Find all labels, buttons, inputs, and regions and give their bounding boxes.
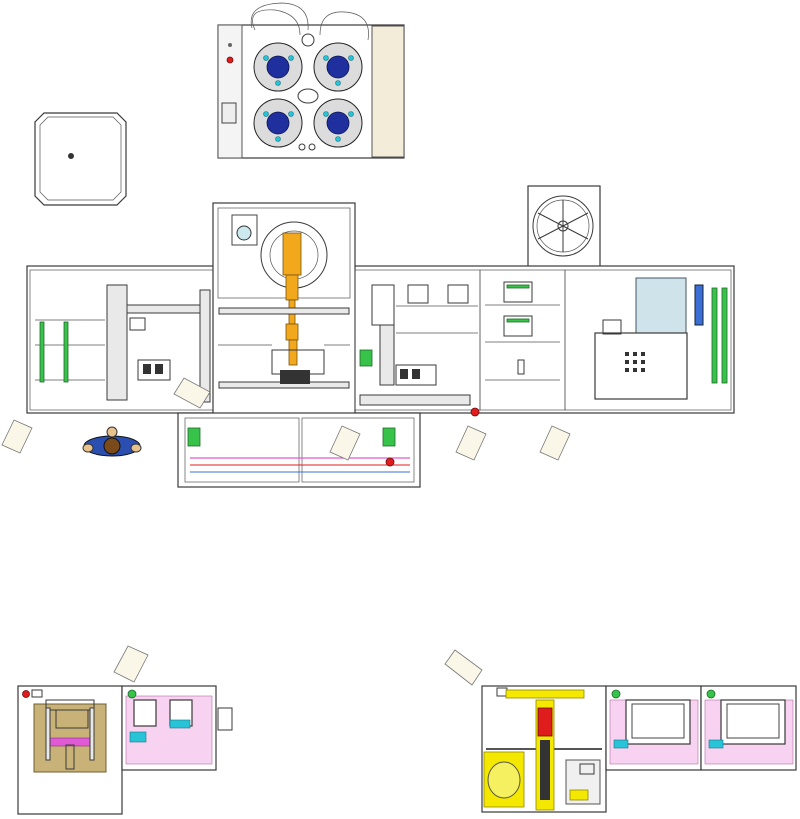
wafer-head	[313, 42, 363, 92]
right-buffer-section	[479, 269, 566, 411]
robot-tower-section	[212, 202, 356, 416]
operator-pad	[539, 425, 571, 461]
wafer-head	[313, 98, 363, 148]
operator-pad	[455, 425, 487, 461]
robot-arm-section	[354, 269, 481, 417]
operator-pad	[444, 649, 483, 686]
small-cell-left	[17, 685, 233, 815]
front-loading-cart	[177, 412, 421, 488]
operator-figure	[82, 426, 142, 457]
main-line-left-section	[29, 269, 214, 411]
fan-unit	[527, 185, 601, 269]
operator-pad	[113, 645, 149, 683]
side-cabinet	[34, 112, 127, 206]
operator-pad	[1, 419, 33, 454]
wafer-head	[253, 42, 303, 92]
operator-pad	[329, 425, 361, 461]
spinner-module	[217, 2, 405, 159]
wafer-head	[253, 98, 303, 148]
right-dispense-section	[564, 269, 732, 411]
small-cell-right	[481, 685, 797, 813]
operator-pad	[173, 377, 211, 409]
